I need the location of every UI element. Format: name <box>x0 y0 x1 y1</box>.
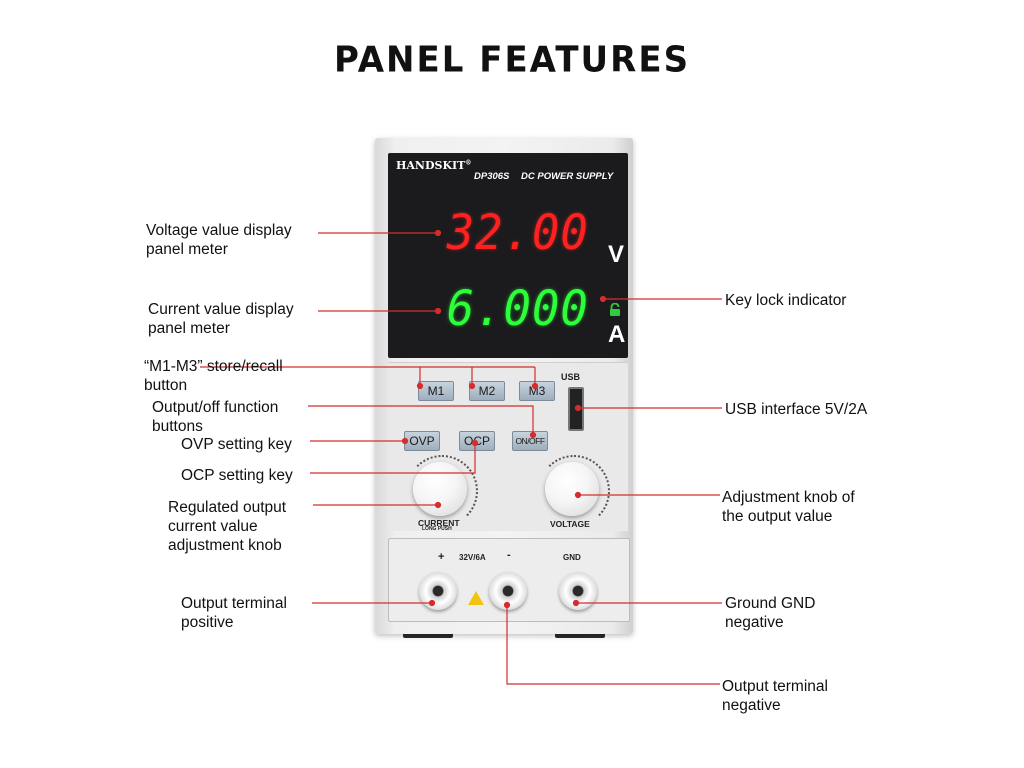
current-readout: 6.000 <box>446 281 589 337</box>
label-output-off: Output/off function buttons <box>152 399 279 435</box>
leader-output-positive <box>312 599 436 607</box>
current-knob-label: CURRENT <box>418 518 460 528</box>
voltage-knob[interactable] <box>545 462 599 516</box>
label-usb: USB interface 5V/2A <box>725 401 868 418</box>
display-screen: HANDSKIT® DP306S DC POWER SUPPLY 32.00 V… <box>388 153 628 358</box>
leader-gnd <box>572 599 722 607</box>
voltage-knob-scale <box>538 455 610 527</box>
leader-output-off <box>308 405 537 439</box>
current-unit: A <box>608 321 626 348</box>
label-adjust-knob: Adjustment knob of the output value <box>722 489 855 525</box>
control-area: M1 M2 M3 USB OVP OCP ON/OFF CURRENT LONG… <box>388 362 628 532</box>
leader-usb <box>574 404 722 412</box>
brand-trademark: ® <box>465 159 472 167</box>
label-m-buttons: “M1-M3” store/recall button <box>144 358 283 394</box>
page-title: PANEL FEATURES <box>333 39 691 81</box>
current-knob-sublabel: LONG PUSH <box>422 526 452 532</box>
terminal-panel: + 32V/6A - GND <box>388 538 630 622</box>
label-ovp: OVP setting key <box>181 436 292 453</box>
device-subtitle: DC POWER SUPPLY <box>521 171 614 182</box>
on-off-button[interactable]: ON/OFF <box>512 431 548 451</box>
terminal-minus-label: - <box>507 549 511 561</box>
lock-icon <box>610 303 620 316</box>
m2-button[interactable]: M2 <box>469 381 505 401</box>
leader-adjust-knob <box>574 491 720 499</box>
leader-ovp <box>310 437 409 445</box>
leader-ocp <box>310 439 479 474</box>
terminal-gnd-label: GND <box>563 553 581 562</box>
label-ocp: OCP setting key <box>181 467 293 484</box>
voltage-unit: V <box>608 241 625 268</box>
leader-m-buttons <box>200 366 539 390</box>
leader-voltage-display <box>318 229 442 237</box>
terminal-plus-label: + <box>438 551 445 563</box>
label-output-positive: Output terminal positive <box>181 595 287 631</box>
power-supply-device: HANDSKIT® DP306S DC POWER SUPPLY 32.00 V… <box>375 138 633 638</box>
brand-name: HANDSKIT® <box>396 159 471 172</box>
label-gnd: Ground GND negative <box>725 595 816 631</box>
terminal-rating-label: 32V/6A <box>459 553 486 562</box>
device-front-panel: HANDSKIT® DP306S DC POWER SUPPLY 32.00 V… <box>375 138 633 634</box>
m1-button[interactable]: M1 <box>418 381 454 401</box>
brand-text: HANDSKIT <box>396 159 466 172</box>
label-current-display: Current value display panel meter <box>148 301 294 337</box>
model-number: DP306S <box>474 171 510 182</box>
voltage-knob-label: VOLTAGE <box>550 519 590 529</box>
leader-current-display <box>318 307 442 315</box>
leader-key-lock <box>599 295 722 303</box>
leader-output-negative <box>503 601 720 685</box>
label-current-knob: Regulated output current value adjustmen… <box>168 499 287 554</box>
label-voltage-display: Voltage value display panel meter <box>146 222 292 258</box>
warning-icon <box>468 591 484 605</box>
usb-label: USB <box>561 372 581 382</box>
leader-current-knob <box>313 501 442 509</box>
label-key-lock: Key lock indicator <box>725 292 847 309</box>
positive-terminal[interactable] <box>419 572 457 610</box>
voltage-readout: 32.00 <box>446 205 589 261</box>
current-knob-scale <box>406 455 478 527</box>
label-output-negative: Output terminal negative <box>722 678 828 714</box>
